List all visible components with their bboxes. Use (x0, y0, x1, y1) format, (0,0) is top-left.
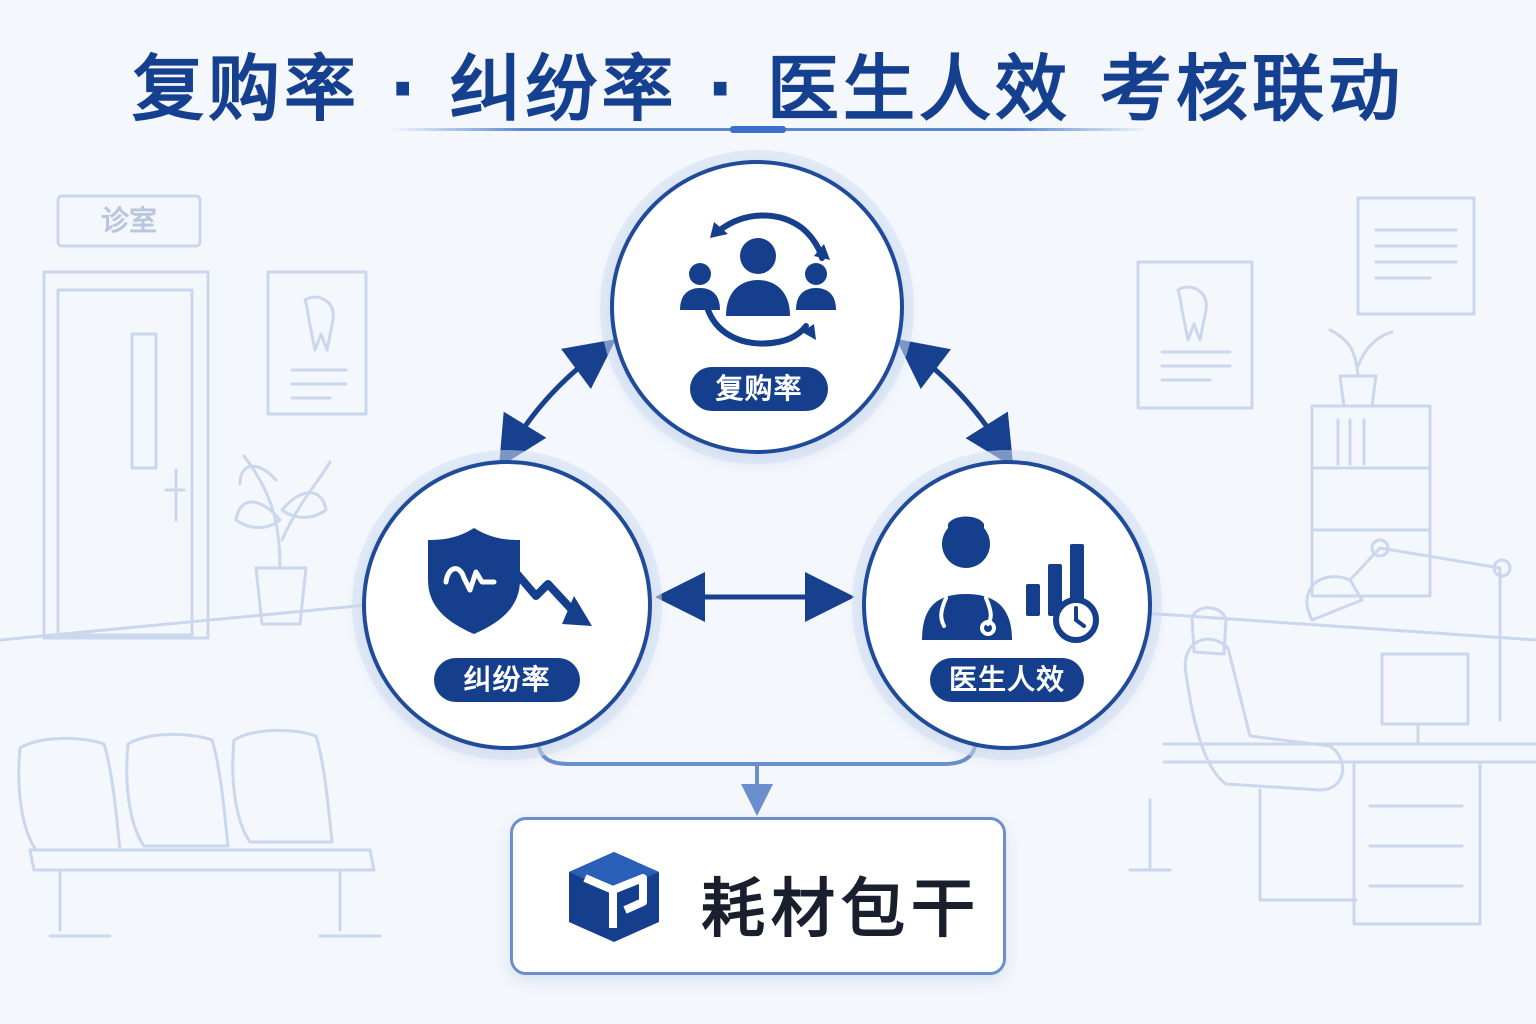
node-efficiency: 医生人效 (862, 460, 1152, 750)
title-underline-accent (730, 126, 786, 133)
node-dispute-label: 纠纷率 (434, 658, 580, 702)
node-efficiency-label: 医生人效 (930, 658, 1084, 702)
cube-icon (569, 852, 659, 942)
node-repurchase: 复购率 (610, 160, 904, 454)
page-title: 复购率 · 纠纷率 · 医生人效 考核联动 (131, 47, 1405, 131)
customer-loop-icon (680, 212, 836, 347)
shield-decline-icon (428, 528, 592, 634)
node-repurchase-label: 复购率 (690, 367, 828, 411)
node-dispute: 纠纷率 (362, 460, 652, 750)
outcome-label: 耗材包干 (701, 873, 981, 947)
waiting-chairs (17, 728, 382, 938)
outcome-box: 耗材包干 (510, 817, 1006, 975)
door-sign-frame (56, 194, 202, 248)
doctor-performance-icon (922, 516, 1099, 643)
door-sign-text: 诊室 (101, 204, 157, 237)
